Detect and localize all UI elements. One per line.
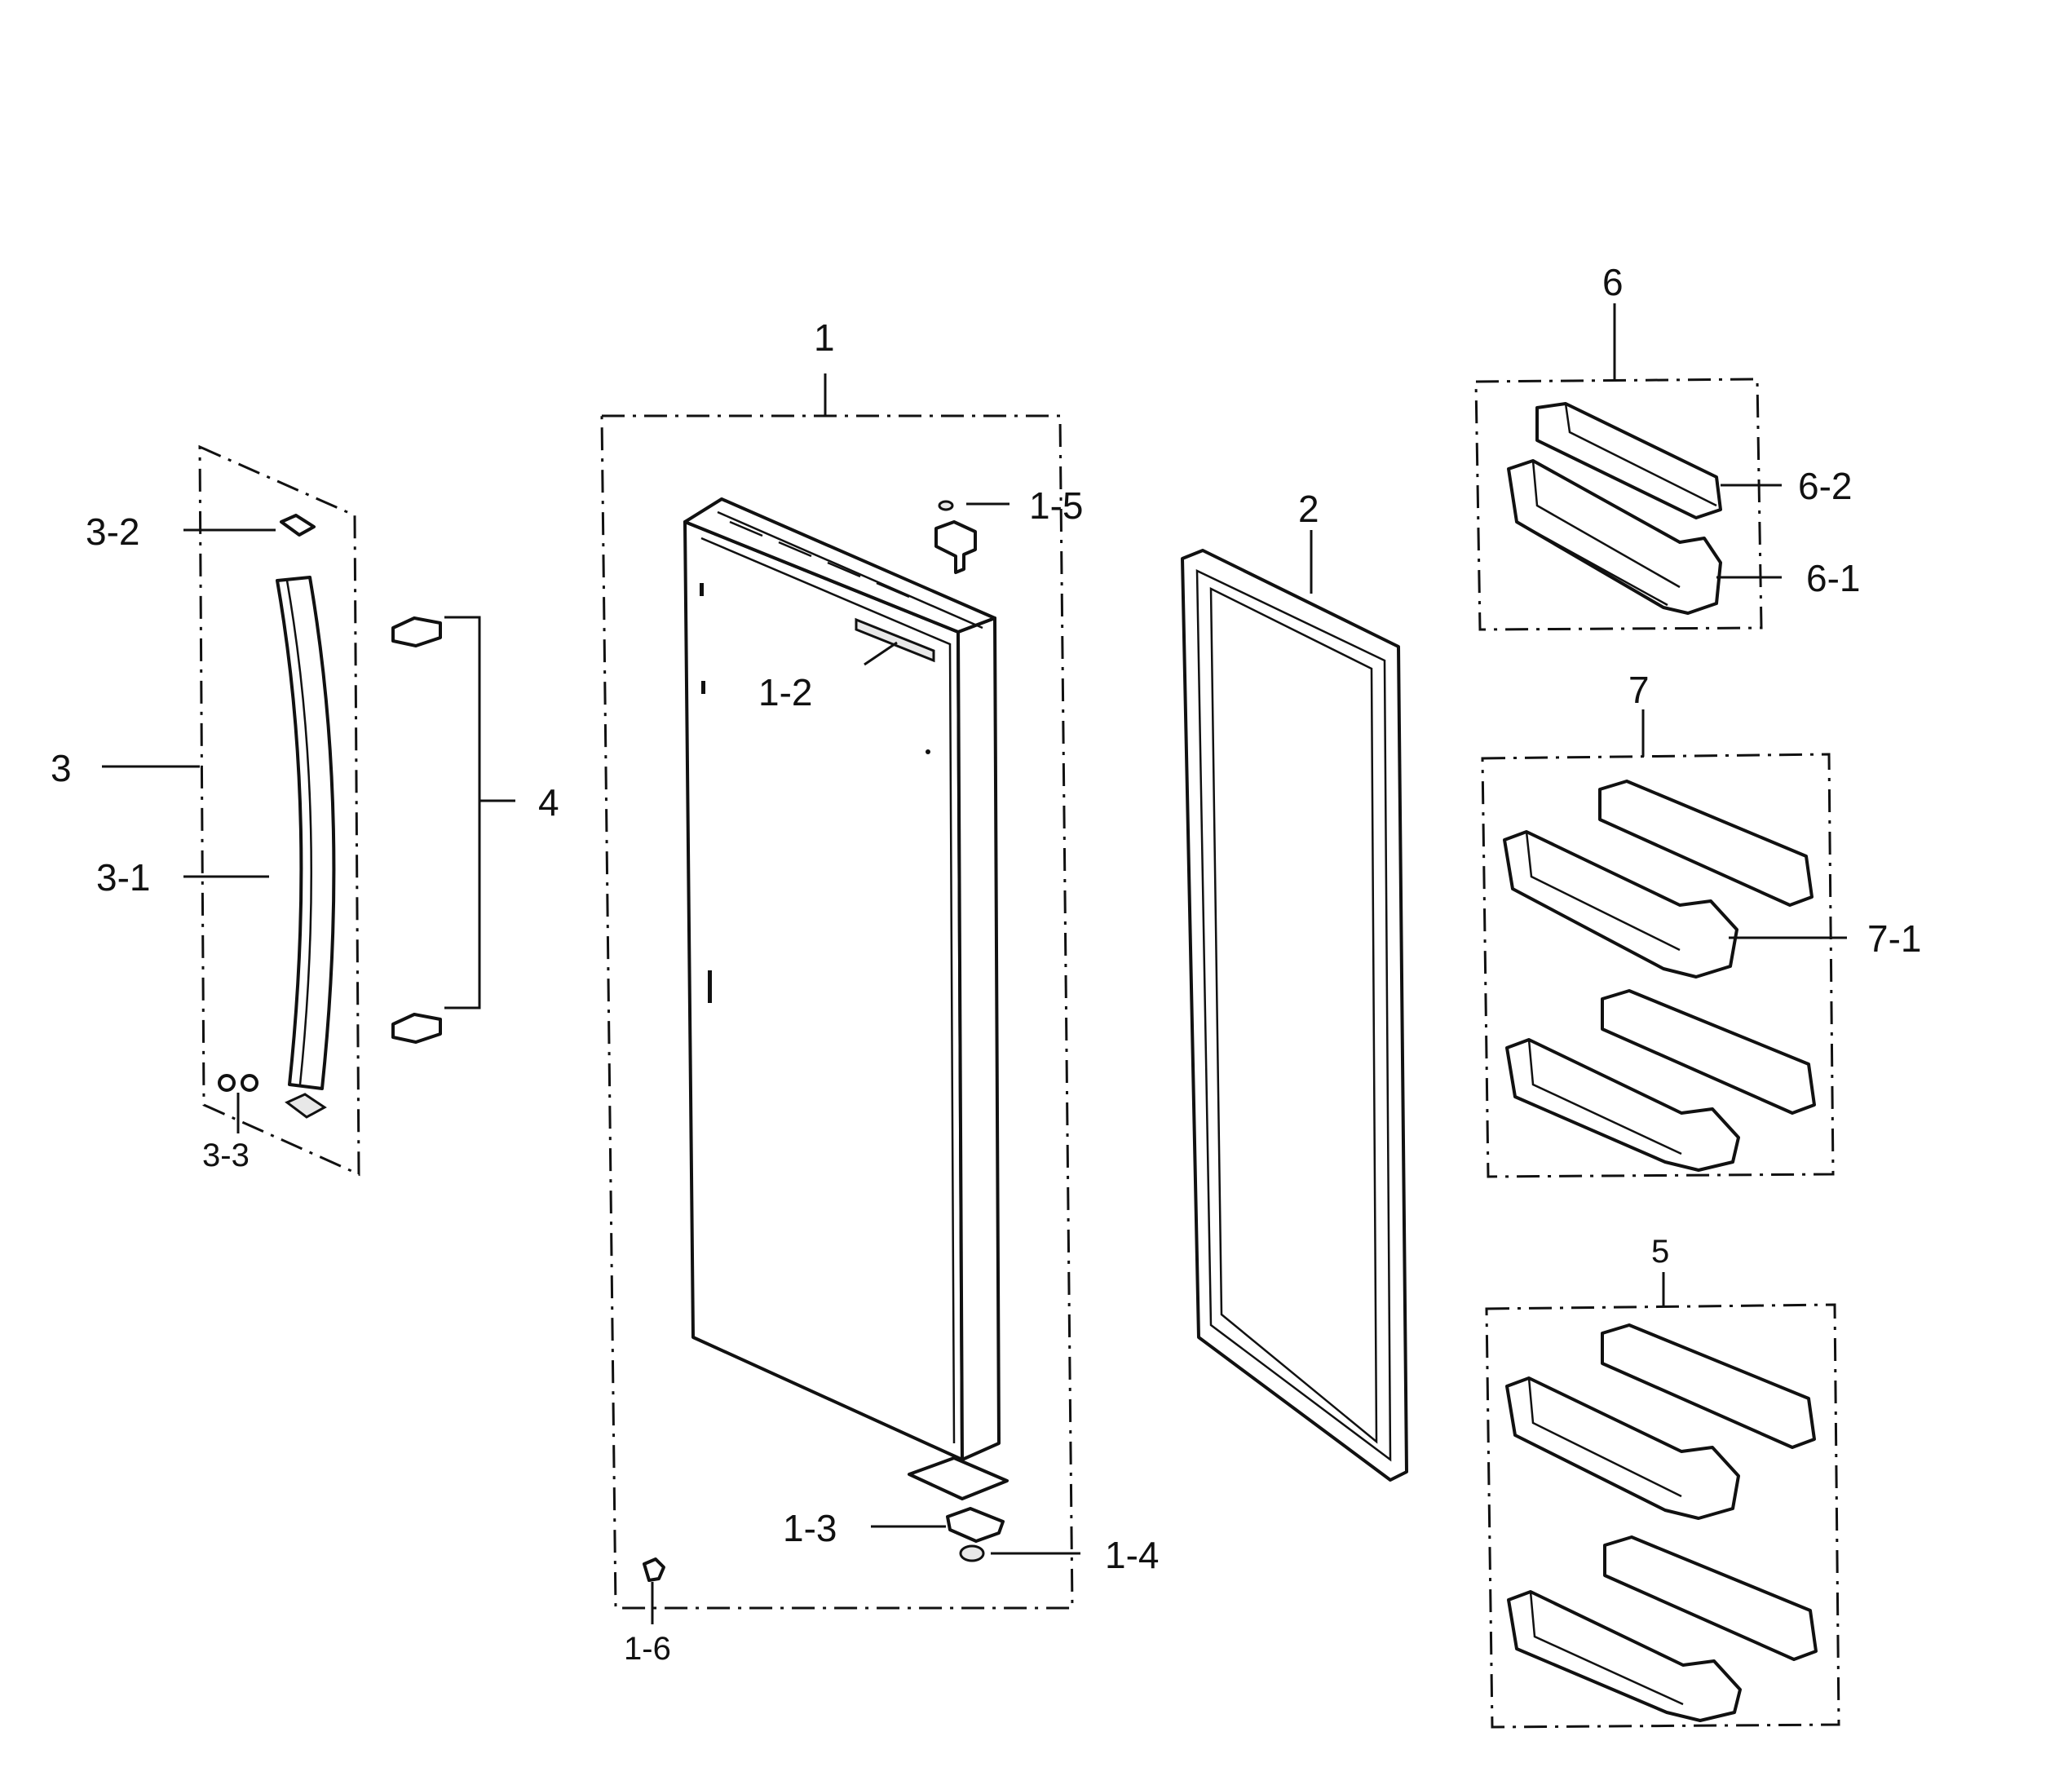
callout-7-1: 7-1 <box>1867 917 1921 960</box>
guard-7-bin-part <box>1505 1038 1740 1172</box>
callout-6-2: 6-2 <box>1798 465 1852 507</box>
handle-assembly-boundary <box>198 444 360 1177</box>
guard-7-boundary <box>1481 753 1835 1178</box>
gasket-inner-edge <box>1195 568 1392 1462</box>
door-inner-edge <box>700 537 956 1444</box>
bolt-part <box>391 616 442 647</box>
door-top-vents <box>729 520 910 599</box>
guard-5-bin-part <box>1507 1590 1742 1722</box>
guard-7-bin-back-part <box>1598 780 1814 907</box>
callout-1-6: 1-6 <box>624 1631 671 1667</box>
handle-screw-part <box>241 1074 258 1092</box>
guard-assembly-6-group: 6 6-2 6-1 <box>1474 261 1860 631</box>
gasket-outer-part <box>1181 549 1408 1482</box>
guard-assembly-5-group: 5 <box>1485 1234 1840 1729</box>
handle-edge <box>285 580 313 1085</box>
callout-1-5: 1-5 <box>1029 484 1083 527</box>
callout-1: 1 <box>814 316 835 359</box>
door-assembly-boundary <box>600 414 1074 1610</box>
guard-7-1-part <box>1503 830 1738 979</box>
washer-part <box>959 1544 985 1562</box>
callout-5: 5 <box>1651 1234 1669 1270</box>
screw-part <box>643 1557 665 1582</box>
callout-1-3: 1-3 <box>783 1507 837 1549</box>
callout-3-3: 3-3 <box>202 1138 250 1173</box>
door-panel-part <box>683 520 964 1461</box>
top-cap-washer-part <box>938 500 954 511</box>
handle-lower-cap-part <box>285 1093 327 1119</box>
guard-6-1-part <box>1507 459 1722 615</box>
gasket-group: 2 <box>1181 488 1408 1482</box>
hinge-bracket-upper-part <box>908 1456 1009 1500</box>
door-cover-part <box>855 617 935 663</box>
callout-7: 7 <box>1628 669 1650 711</box>
callout-1-2: 1-2 <box>758 671 812 713</box>
guard-5-boundary <box>1485 1303 1840 1729</box>
callout-6: 6 <box>1602 261 1624 303</box>
callout-2: 2 <box>1298 488 1319 530</box>
callout-4: 4 <box>538 781 559 824</box>
guard-5-bin-back-part <box>1601 1323 1816 1449</box>
callout-3-2: 3-2 <box>86 510 139 553</box>
handle-part <box>276 576 336 1090</box>
mounting-bolts-group: 4 <box>391 616 559 1044</box>
handle-cap-part <box>280 514 316 537</box>
guard-7-bin-back-part <box>1601 989 1816 1115</box>
guard-5-bin-back-part <box>1603 1535 1818 1661</box>
hinge-bracket-part <box>946 1507 1005 1543</box>
guard-6-boundary <box>1474 378 1763 631</box>
bolt-part <box>391 1013 442 1044</box>
guard-assembly-7-group: 7 7-1 <box>1481 669 1921 1178</box>
callout-6-1: 6-1 <box>1806 557 1860 599</box>
callout-1-4: 1-4 <box>1105 1534 1159 1576</box>
door-side-part <box>956 616 1001 1461</box>
guard-5-bin-part <box>1505 1376 1740 1520</box>
top-cap-part <box>934 520 977 574</box>
callout-3-1: 3-1 <box>96 856 150 899</box>
callout-3: 3 <box>51 747 72 789</box>
handle-assembly-group: 3-2 3 3-1 3-3 <box>51 444 360 1177</box>
handle-screw-part <box>218 1074 236 1092</box>
door-assembly-group: 1 1-2 1-5 1-3 <box>600 316 1159 1667</box>
